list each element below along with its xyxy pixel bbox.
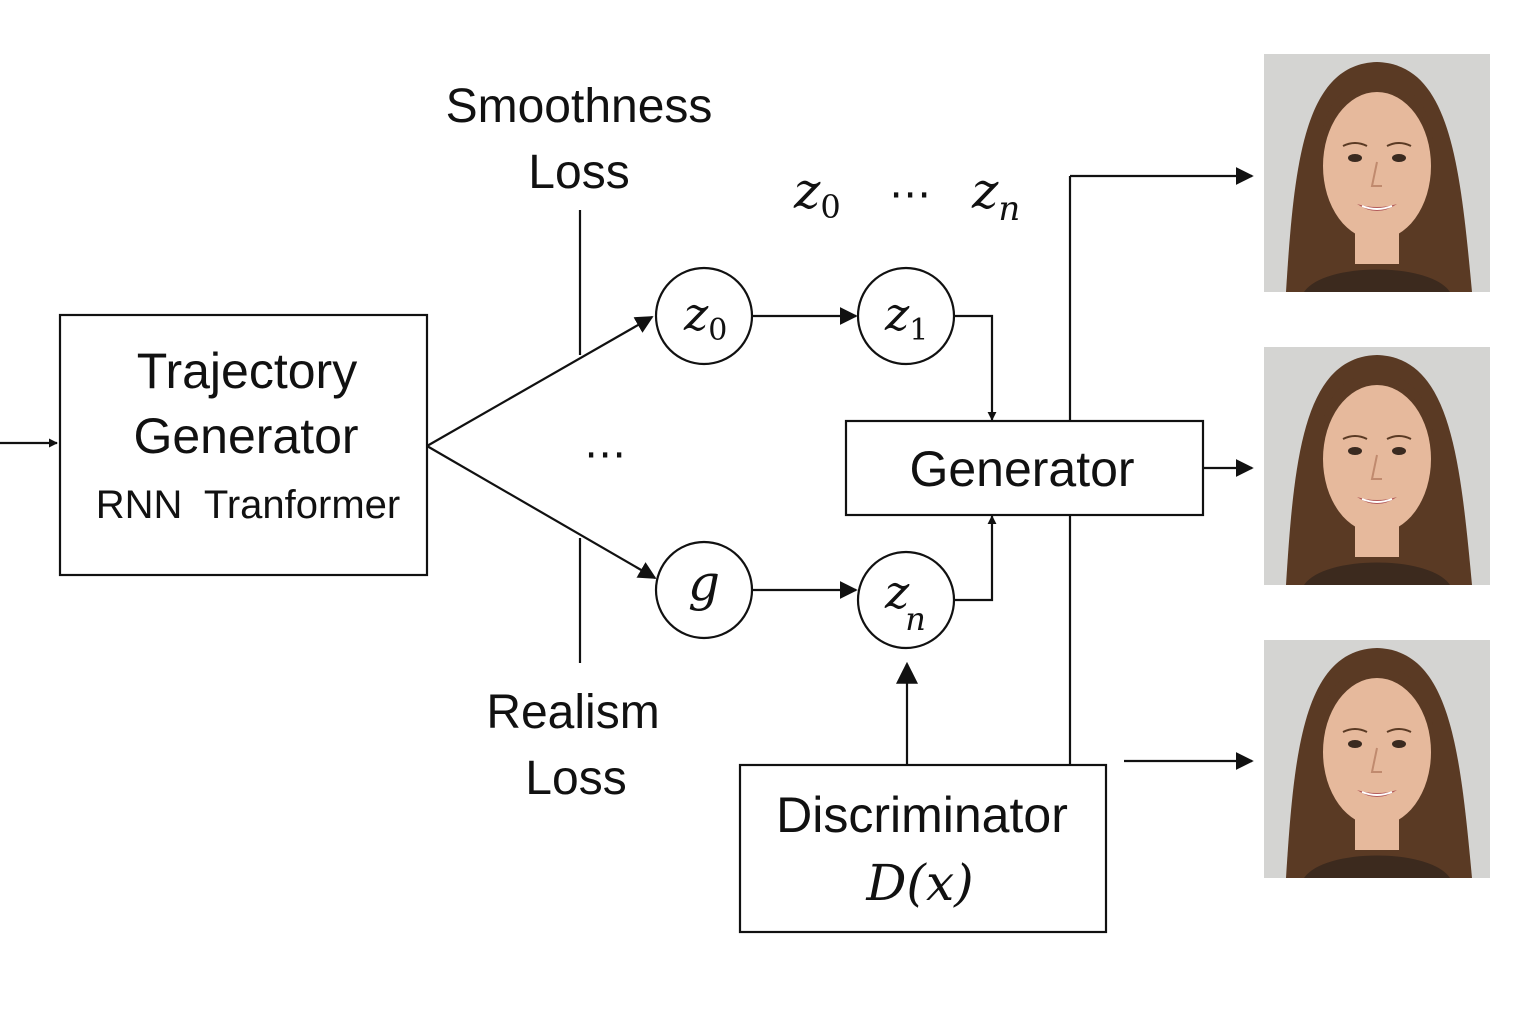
branch-arrow-to-g	[426, 445, 657, 579]
generator-label: Generator	[909, 441, 1134, 497]
teeth	[1361, 791, 1393, 796]
trajectory-generator-box	[58, 313, 429, 577]
left-eye	[1348, 154, 1362, 162]
left-eyebrow	[1342, 142, 1368, 147]
shoulders	[1304, 855, 1450, 878]
left-eyebrow	[1342, 728, 1368, 733]
node-g-label: g	[688, 554, 720, 612]
branch-arrow-to-z0	[426, 316, 654, 447]
face-output-2	[1264, 347, 1490, 585]
realism-loss-label-1: Realism	[486, 686, 659, 739]
face-portrait-icon	[1286, 355, 1472, 585]
left-eye	[1348, 447, 1362, 455]
hair-part	[1321, 374, 1433, 433]
nose	[1370, 454, 1382, 480]
arrow-z1-to-generator	[954, 314, 997, 421]
smile	[1357, 497, 1397, 504]
smile	[1357, 790, 1397, 797]
trajectory-generator-title-1: Trajectory	[137, 343, 357, 399]
hair-part	[1321, 81, 1433, 140]
shoulders	[1304, 269, 1450, 292]
smoothness-loss-label-2: Loss	[528, 146, 629, 199]
discriminator-label: Discriminator	[776, 787, 1068, 843]
right-eyebrow	[1386, 142, 1412, 147]
left-eyebrow	[1342, 435, 1368, 440]
latent-sequence-label: z0 ⋯ zn	[793, 162, 1020, 229]
left-eye	[1348, 740, 1362, 748]
branch-ellipsis: ⋯	[584, 430, 626, 477]
svg-text:z0: z0	[793, 162, 841, 226]
smoothness-loss-label-1: Smoothness	[446, 80, 713, 133]
right-eye	[1392, 447, 1406, 455]
discriminator-formula: D(x)	[865, 854, 973, 912]
node-z0-label: z0	[683, 287, 727, 348]
right-eye	[1392, 154, 1406, 162]
node-zn-label: zn	[884, 565, 926, 638]
face-output-1	[1264, 54, 1490, 292]
trajectory-generator-subtitle: RNN Tranformer	[96, 483, 401, 527]
teeth	[1361, 205, 1393, 210]
nose	[1370, 747, 1382, 773]
right-eyebrow	[1386, 728, 1412, 733]
right-eyebrow	[1386, 435, 1412, 440]
teeth	[1361, 498, 1393, 503]
shoulders	[1304, 562, 1450, 585]
face-portrait-icon	[1286, 648, 1472, 878]
smile	[1357, 204, 1397, 211]
svg-text:zn: zn	[971, 162, 1020, 229]
right-eye	[1392, 740, 1406, 748]
face-portrait-icon	[1286, 62, 1472, 292]
node-z1-label: z1	[884, 287, 928, 348]
nose	[1370, 161, 1382, 187]
face-output-3	[1264, 640, 1490, 878]
realism-loss-label-2: Loss	[525, 752, 626, 805]
hair-part	[1321, 667, 1433, 726]
generator-box	[844, 419, 1205, 517]
svg-text:⋯: ⋯	[889, 170, 931, 217]
discriminator-box	[738, 763, 1108, 934]
arrow-zn-to-generator	[954, 515, 997, 602]
trajectory-generator-title-2: Generator	[133, 408, 358, 464]
